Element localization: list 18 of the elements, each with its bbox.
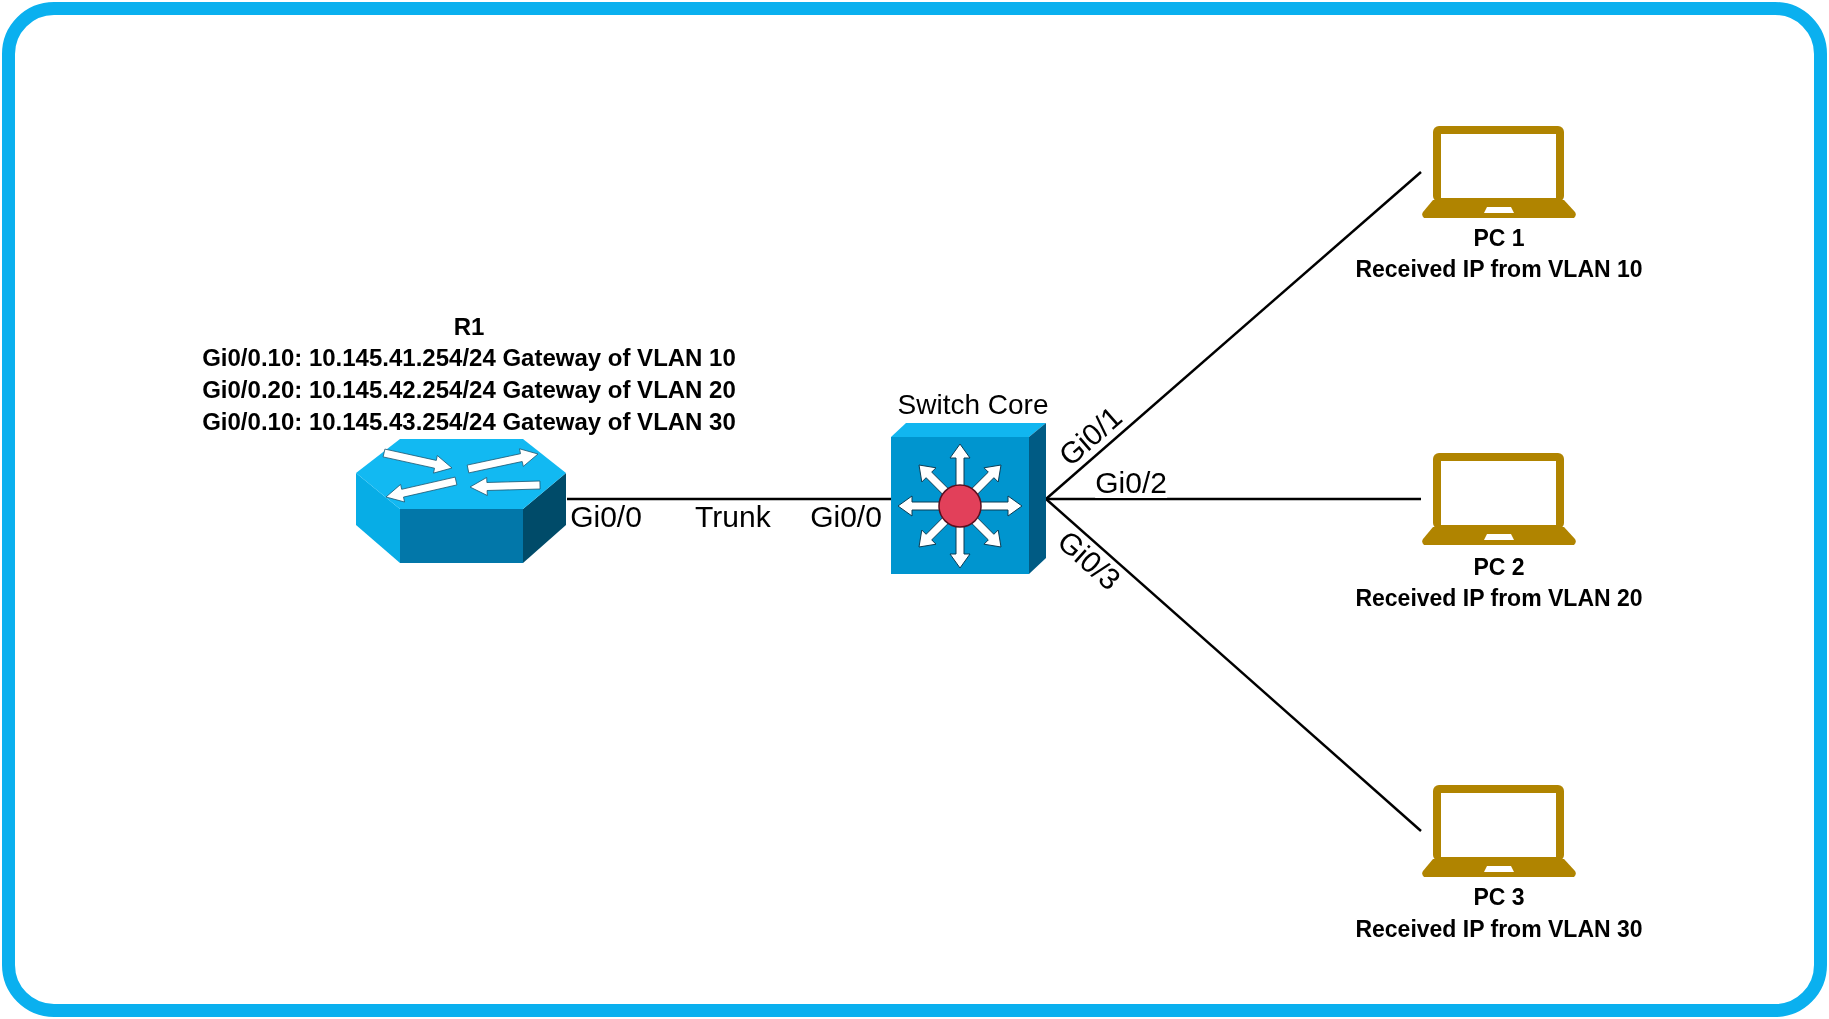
device-name: Switch Core xyxy=(897,389,1049,421)
connection-line xyxy=(1046,497,1421,501)
connection-line xyxy=(567,497,891,501)
ip-status-text: Received IP from VLAN 20 xyxy=(1355,584,1643,612)
port-label: Gi0/0 xyxy=(570,502,642,532)
interface-address: Gi0/0.10: 10.145.41.254/24 Gateway of VLAN 10 xyxy=(202,343,736,373)
interface-address: Gi0/0.10: 10.145.43.254/24 Gateway of VLAN 30 xyxy=(202,407,736,437)
port-label: Gi0/0 xyxy=(810,502,882,532)
device-name: PC 3 xyxy=(1473,883,1525,911)
ip-status-text: Received IP from VLAN 10 xyxy=(1355,255,1643,283)
ip-status-text: Received IP from VLAN 30 xyxy=(1355,915,1643,943)
device-name: PC 2 xyxy=(1473,553,1525,581)
port-label: Gi0/2 xyxy=(1095,468,1167,498)
connection-line xyxy=(1045,498,1422,832)
interface-address: Gi0/0.20: 10.145.42.254/24 Gateway of VLAN 20 xyxy=(202,375,736,405)
device-name: PC 1 xyxy=(1473,224,1525,252)
device-name: R1 xyxy=(453,312,485,342)
connection-line xyxy=(1045,171,1422,500)
